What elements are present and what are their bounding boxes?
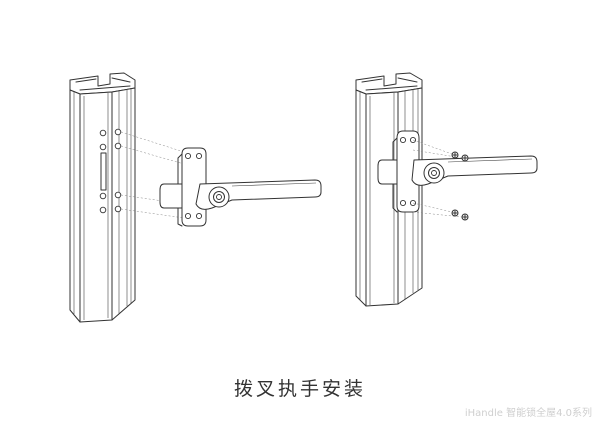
- screw-icon: [451, 151, 469, 162]
- mount-hole: [99, 143, 107, 151]
- window-handle: [159, 147, 322, 227]
- mount-hole: [114, 142, 122, 150]
- mount-hole: [114, 191, 122, 199]
- lever: [411, 155, 538, 186]
- spindle-slot: [100, 152, 107, 191]
- mount-hole: [99, 206, 107, 214]
- handle-with-profile-left: [69, 72, 322, 323]
- handle-with-profile-right: [355, 72, 538, 307]
- mount-hole: [99, 129, 107, 137]
- window-handle: [377, 130, 538, 213]
- diagram-caption: 拨叉执手安装: [233, 378, 366, 400]
- mount-hole: [114, 205, 122, 213]
- base-plate: [396, 130, 420, 213]
- mount-hole: [114, 128, 122, 136]
- lever: [195, 179, 322, 210]
- aluminum-profile: [69, 72, 136, 323]
- brand-watermark: iHandle 智能锁全屋4.0系列: [464, 408, 592, 419]
- screw-icon: [451, 209, 469, 221]
- mounting-screws: [412, 139, 469, 221]
- mount-hole: [99, 192, 107, 200]
